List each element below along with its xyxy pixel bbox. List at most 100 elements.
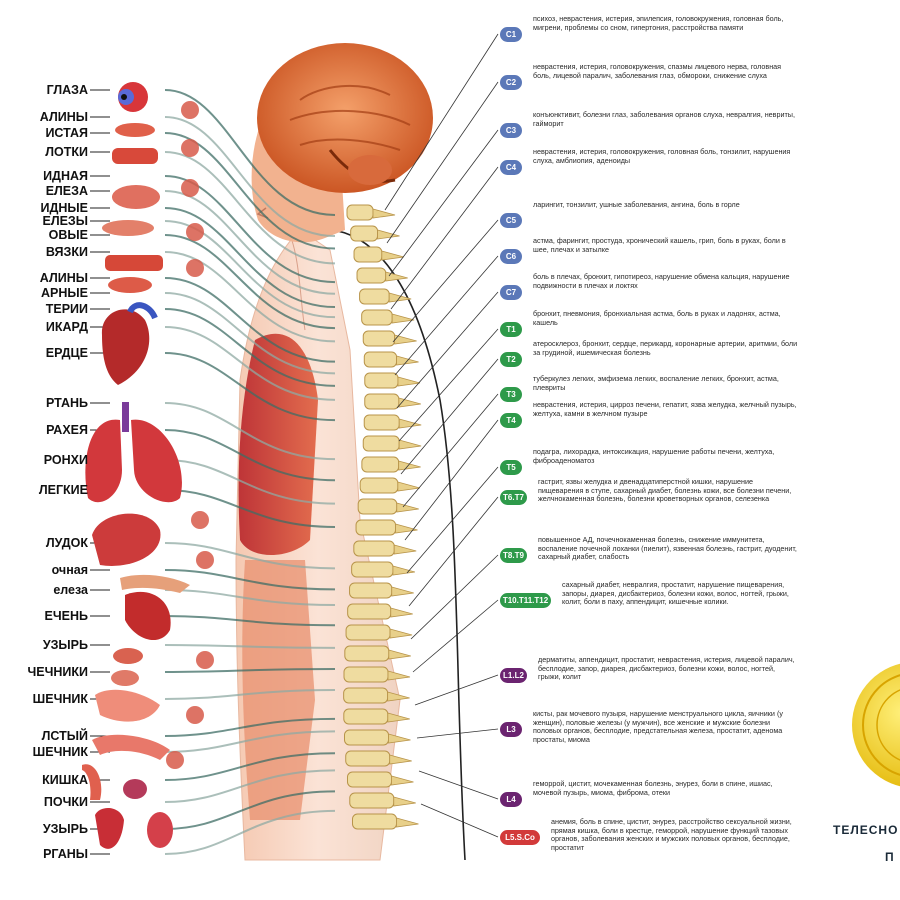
nerve-ganglion — [181, 139, 199, 157]
organ-label-thyroid: ИДНАЯ — [43, 169, 88, 183]
vertebra — [349, 582, 393, 599]
organ-label-mastoid: ИСТАЯ — [45, 126, 88, 140]
vertebra — [353, 246, 383, 263]
segment-badge: T2 — [500, 352, 522, 367]
vertebra — [343, 708, 389, 725]
vertebra-process — [387, 712, 410, 723]
organ-label-kidneys_top: ЧЕЧНИКИ — [27, 665, 88, 679]
segment-symptoms: атеросклероз, бронхит, сердце, перикард,… — [533, 340, 798, 357]
vertebra — [343, 666, 389, 683]
vertebra — [362, 330, 396, 347]
organ-label-pancreas: очная — [51, 563, 88, 577]
segment-badge: L1.L2 — [500, 668, 527, 683]
nerve-line — [164, 459, 336, 505]
segment-badge: C3 — [500, 123, 522, 138]
segment-symptoms: сахарный диабет, невралгия, простатит, н… — [562, 581, 789, 607]
nerve-ganglion — [186, 223, 204, 241]
organ-label-parathyroid2: ЕЛЕЗЫ — [42, 214, 88, 228]
organ-label-arteries: ТЕРИИ — [45, 302, 88, 316]
vertebra-process — [398, 418, 422, 429]
vertebra-process — [397, 481, 420, 492]
nerve-line — [164, 589, 336, 606]
kidney-illustration — [123, 779, 147, 799]
vertebra — [363, 414, 400, 431]
vertebra — [356, 267, 387, 284]
nerve-line — [164, 809, 336, 855]
nerve-line — [164, 151, 336, 265]
segment-leader-line — [392, 219, 499, 343]
organ-label-lungs: ЛЕГКИЕ — [38, 483, 88, 497]
vertebra-process — [387, 670, 411, 681]
eye-illustration — [118, 82, 148, 112]
organ-label-parathyroid: ИДНЫЕ — [40, 201, 89, 215]
organ-label-vocal: ОВЫЕ — [48, 228, 88, 242]
organ-label-smallint: ШЕЧНИК — [32, 692, 88, 706]
vertebra — [361, 309, 393, 326]
organ-label-organs: РГАНЫ — [43, 847, 88, 861]
segment-symptoms: ларингит, тонзилит, ушные заболевания, а… — [533, 201, 740, 209]
segment-badge: L3 — [500, 722, 522, 737]
nerve-line — [164, 790, 336, 830]
segment-leader-line — [412, 599, 499, 673]
thyroid-illustration — [112, 185, 160, 209]
nerve-ganglion — [196, 551, 214, 569]
gallbladder-illustration — [113, 648, 143, 664]
organ-label-gallbladder: УЗЫРЬ — [42, 638, 88, 652]
colon-illustration — [92, 734, 170, 760]
vertebra — [364, 372, 399, 389]
organ-label-eyes: ГЛАЗА — [46, 83, 88, 97]
pancreas-illustration — [120, 574, 190, 593]
organ-label-coronary: АРНЫЕ — [41, 286, 88, 300]
nerve-ganglion — [181, 101, 199, 119]
vertebra-process — [396, 817, 419, 828]
nerve-line — [164, 251, 336, 343]
organ-label-bladder: УЗЫРЬ — [42, 822, 88, 836]
heart-illustration — [101, 302, 158, 385]
nerve-ganglion — [186, 259, 204, 277]
segment-leader-line — [390, 166, 499, 310]
bladder-illustration — [95, 808, 124, 849]
segment-badge: T4 — [500, 413, 522, 428]
organ-label-trachea: РАХЕЯ — [46, 423, 88, 437]
logo-coin — [852, 663, 900, 787]
nerve-line — [164, 308, 336, 387]
segment-leader-line — [404, 419, 499, 541]
segment-badge: C6 — [500, 249, 522, 264]
vertebra-process — [398, 439, 422, 450]
nerve-line — [164, 277, 336, 363]
organ-label-tonsils2: АЛИНЫ — [39, 271, 88, 285]
nerve-line — [164, 402, 336, 461]
jaw-bone-illustration — [112, 148, 158, 164]
vertebra — [350, 225, 379, 242]
nerve-line — [164, 752, 336, 781]
nerve-line — [164, 234, 336, 330]
segment-badge: T6.T7 — [500, 490, 527, 505]
vertebra-process — [381, 250, 404, 261]
segment-symptoms: конъюнктивит, болезни глаз, заболевания … — [533, 111, 795, 128]
nerve-lines — [90, 33, 499, 855]
segment-leader-line — [420, 803, 499, 838]
segment-leader-line — [386, 81, 499, 244]
segment-symptoms: туберкулез легких, эмфизема легких, восп… — [533, 375, 779, 392]
organ-label-pancreas2: елеза — [53, 583, 88, 597]
nerve-ganglion — [186, 706, 204, 724]
vertebra-process — [389, 754, 412, 765]
vertebra-process — [372, 208, 396, 219]
logo-text-line1: ТЕЛЕСНО — [833, 823, 899, 837]
vertebra — [355, 519, 397, 536]
vertebra-process — [391, 313, 415, 324]
segment-leader-line — [414, 674, 499, 706]
tonsils-illustration — [115, 123, 155, 137]
segment-badge: T3 — [500, 387, 522, 402]
nerve-line — [164, 326, 336, 401]
segment-badge: L4 — [500, 792, 522, 807]
rectum-illustration — [82, 764, 102, 800]
segment-badge: T1 — [500, 322, 522, 337]
segment-badge: T10.T11.T12 — [500, 593, 551, 608]
nerve-line — [164, 542, 336, 570]
vertebra — [359, 477, 399, 494]
nerve-line — [164, 717, 336, 737]
organ-label-liver: ЕЧЕНЬ — [44, 609, 88, 623]
vertebra-process — [385, 271, 408, 282]
